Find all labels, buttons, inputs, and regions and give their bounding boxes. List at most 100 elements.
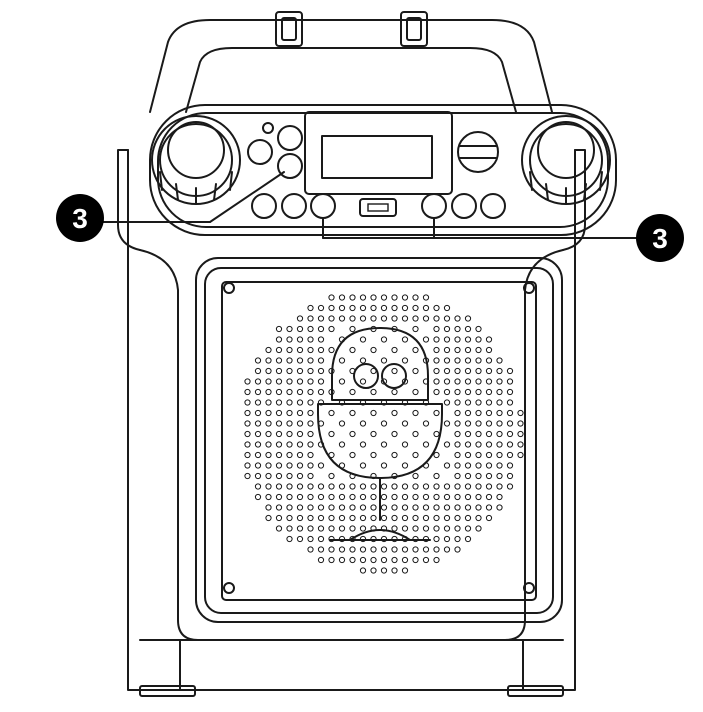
- grille-hole: [485, 472, 493, 480]
- screw-icon: [223, 582, 235, 594]
- grille-hole: [349, 556, 356, 564]
- grille-hole: [412, 409, 419, 417]
- grille-hole: [496, 409, 503, 417]
- grille-hole: [401, 525, 409, 532]
- screw-icon: [523, 582, 535, 594]
- grille-hole: [412, 546, 419, 553]
- grille-hole: [370, 388, 377, 396]
- grille-hole: [506, 367, 514, 375]
- grille-hole: [370, 346, 377, 354]
- grille-hole: [401, 441, 409, 448]
- grille-hole: [433, 409, 440, 417]
- grille-hole: [401, 462, 409, 469]
- grille-hole: [391, 304, 398, 312]
- grille-hole: [380, 556, 388, 564]
- grille-hole: [475, 504, 482, 511]
- grille-hole: [496, 441, 503, 448]
- volume-knob-right[interactable]: [521, 115, 611, 205]
- grille-hole: [401, 357, 409, 364]
- grille-hole: [464, 315, 472, 322]
- button-mid[interactable]: [247, 139, 273, 165]
- grille-hole: [338, 546, 346, 553]
- grille-hole: [254, 462, 262, 469]
- grille-hole: [454, 399, 461, 406]
- grille-hole: [349, 325, 356, 333]
- grille-hole: [286, 388, 293, 396]
- grille-hole: [275, 504, 283, 511]
- grille-hole: [475, 514, 482, 522]
- grille-hole: [328, 514, 335, 522]
- grille-hole: [422, 546, 430, 553]
- grille-hole: [359, 483, 367, 490]
- button-callout-top[interactable]: [277, 153, 303, 179]
- button-row-5[interactable]: [451, 193, 477, 219]
- grille-hole: [296, 525, 304, 532]
- grille-hole: [422, 441, 430, 448]
- grille-hole: [307, 441, 314, 448]
- grille-hole: [317, 462, 325, 469]
- grille-hole: [496, 388, 503, 396]
- grille-hole: [338, 525, 346, 532]
- grille-hole: [275, 378, 283, 385]
- grille-hole: [338, 315, 346, 322]
- grille-hole: [412, 430, 419, 438]
- mode-dial[interactable]: [457, 131, 499, 173]
- grille-hole: [328, 409, 335, 417]
- grille-hole: [464, 367, 472, 375]
- grille-hole: [286, 504, 293, 511]
- grille-hole: [422, 556, 430, 564]
- grille-hole: [412, 294, 419, 301]
- grille-hole: [380, 304, 388, 312]
- grille-hole: [443, 535, 451, 543]
- grille-hole: [265, 451, 272, 459]
- grille-hole: [401, 336, 409, 343]
- grille-hole: [244, 430, 251, 438]
- grille-hole: [317, 399, 325, 406]
- grille-hole: [391, 514, 398, 522]
- grille-hole: [296, 346, 304, 354]
- grille-hole: [349, 504, 356, 511]
- grille-hole: [433, 472, 440, 480]
- grille-hole: [391, 567, 398, 574]
- grille-hole: [454, 525, 461, 532]
- button-row-4[interactable]: [421, 193, 447, 219]
- usb-port[interactable]: [359, 198, 397, 217]
- grille-hole: [317, 388, 325, 396]
- grille-hole: [401, 483, 409, 490]
- grille-hole: [338, 378, 346, 385]
- grille-hole: [391, 525, 398, 532]
- grille-hole: [485, 493, 493, 501]
- grille-hole: [254, 378, 262, 385]
- grille-hole: [401, 420, 409, 427]
- button-row-1[interactable]: [251, 193, 277, 219]
- grille-hole: [317, 315, 325, 322]
- grille-hole: [265, 409, 272, 417]
- grille-hole: [286, 420, 293, 427]
- grille-hole: [359, 567, 367, 574]
- grille-hole: [475, 357, 482, 364]
- grille-hole: [506, 378, 514, 385]
- grille-hole: [485, 430, 493, 438]
- grille-hole: [433, 493, 440, 501]
- volume-knob-left[interactable]: [151, 115, 241, 205]
- button-row-6[interactable]: [480, 193, 506, 219]
- grille-hole: [475, 388, 482, 396]
- grille-hole: [464, 514, 472, 522]
- grille-hole: [454, 546, 461, 553]
- grille-hole: [380, 546, 388, 553]
- grille-hole: [244, 378, 251, 385]
- grille-hole: [454, 315, 461, 322]
- button-row-2[interactable]: [281, 193, 307, 219]
- grille-hole: [296, 420, 304, 427]
- grille-hole: [496, 357, 503, 364]
- grille-hole: [517, 430, 524, 438]
- grille-hole: [328, 556, 335, 564]
- grille-hole: [286, 357, 293, 364]
- grille-hole: [412, 514, 419, 522]
- grille-hole: [464, 409, 472, 417]
- button-top[interactable]: [277, 125, 303, 151]
- grille-hole: [422, 420, 430, 427]
- grille-hole: [433, 388, 440, 396]
- button-row-3[interactable]: [310, 193, 336, 219]
